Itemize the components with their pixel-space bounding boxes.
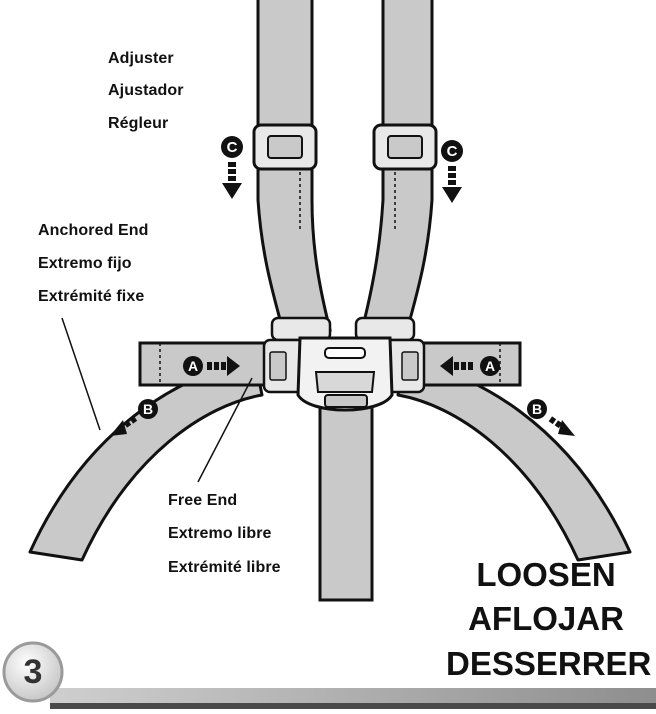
right-curved-strap: [396, 358, 632, 562]
marker-a-right: A: [480, 356, 500, 376]
anchored-end-label-es: Extremo fijo: [38, 255, 132, 272]
marker-a-left-label: A: [188, 358, 198, 374]
adjuster-label-en: Adjuster: [108, 50, 174, 67]
arrow-down-right-icon: [548, 416, 575, 436]
action-title-fr: DESSERRER: [446, 645, 652, 682]
free-end-leader: [197, 377, 253, 483]
marker-c-right: C: [441, 140, 463, 162]
free-end-label-en: Free End: [168, 492, 238, 509]
arrow-right-icon: [207, 356, 240, 376]
anchored-end-label-fr: Extrémité fixe: [38, 288, 145, 305]
crotch-strap: [318, 388, 374, 602]
marker-b-right-label: B: [532, 401, 542, 417]
anchored-end-leader: [61, 317, 101, 431]
anchored-end-label-en: Anchored End: [38, 222, 149, 239]
marker-a-right-label: A: [485, 358, 495, 374]
arrow-left-icon: [440, 356, 473, 376]
right-adjuster: [372, 123, 438, 171]
bottom-accent-bar: [50, 688, 656, 704]
arrow-down-left-icon: [110, 415, 138, 436]
marker-c-left: C: [221, 136, 243, 158]
marker-b-right: B: [527, 399, 547, 419]
arrow-down-icon: [222, 162, 242, 199]
adjuster-label-fr: Régleur: [108, 115, 169, 132]
action-title-es: AFLOJAR: [468, 600, 624, 637]
free-end-label-es: Extremo libre: [168, 525, 272, 542]
adjuster-label-es: Ajustador: [108, 82, 184, 99]
step-number: 3: [23, 653, 43, 691]
step-badge: 3: [2, 641, 64, 703]
left-adjuster: [252, 123, 318, 171]
marker-c-right-label: C: [447, 143, 458, 160]
arrow-down-icon: [442, 166, 462, 203]
action-title-en: LOOSEN: [476, 556, 616, 593]
marker-c-left-label: C: [227, 139, 238, 156]
free-end-label-fr: Extrémité libre: [168, 559, 281, 576]
central-buckle: [296, 336, 394, 412]
marker-b-left: B: [138, 399, 158, 419]
marker-b-left-label: B: [143, 401, 153, 417]
marker-a-left: A: [183, 356, 203, 376]
